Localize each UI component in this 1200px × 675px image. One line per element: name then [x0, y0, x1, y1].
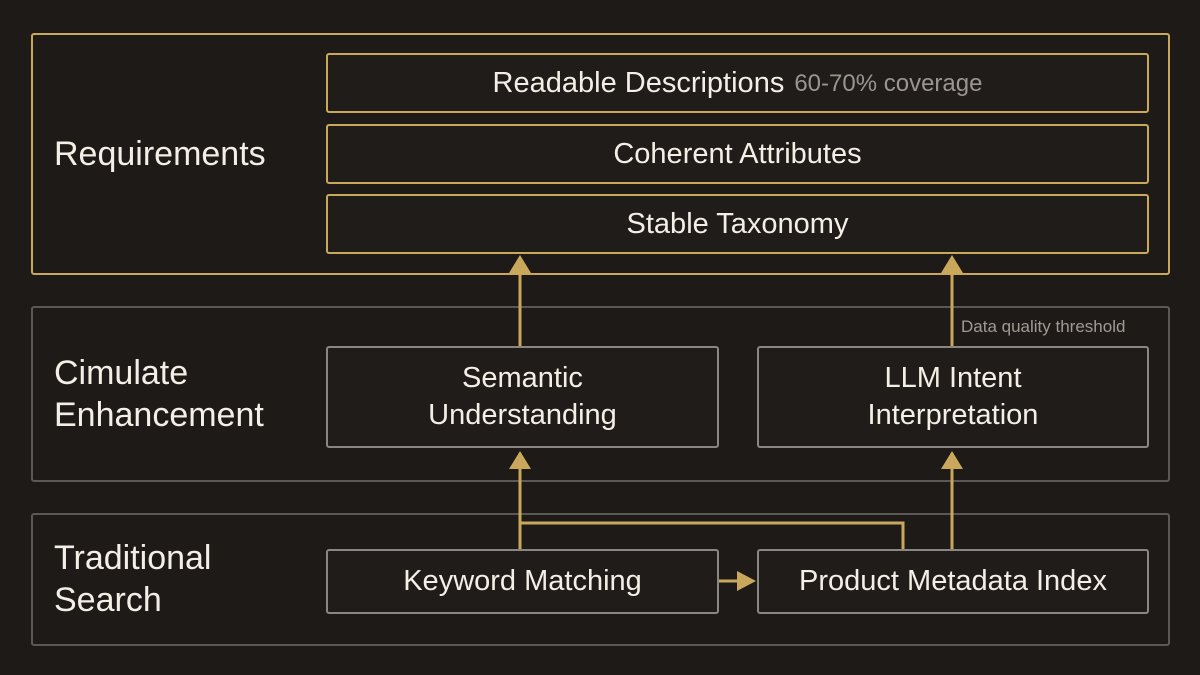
arrowhead-semantic-to-requirements [509, 255, 531, 273]
arrowhead-keyword-to-metadata [737, 571, 756, 591]
arrowhead-llm-to-requirements [941, 255, 963, 273]
traditional-label: Traditional Search [54, 539, 212, 619]
enhancement-label: Cimulate Enhancement [54, 354, 264, 434]
connector-metadata-to-semantic [520, 521, 905, 549]
product-metadata-index-box: Product Metadata Index [757, 549, 1149, 614]
requirements-tier [31, 33, 1170, 275]
stable-taxonomy-box: Stable Taxonomy [326, 194, 1149, 254]
coverage-note: 60-70% coverage [794, 69, 983, 97]
coherent-attributes-box: Coherent Attributes [326, 124, 1149, 184]
coherent-attributes-label: Coherent Attributes [613, 137, 862, 170]
enhancement-tier [31, 306, 1170, 482]
arrowhead-metadata-to-llm [941, 451, 963, 469]
arrowhead-keyword-to-semantic [509, 451, 531, 469]
readable-descriptions-box: Readable Descriptions 60-70% coverage [326, 53, 1149, 113]
data-quality-threshold-note: Data quality threshold [961, 317, 1126, 336]
stable-taxonomy-label: Stable Taxonomy [626, 207, 849, 240]
requirements-label: Requirements [54, 135, 266, 173]
readable-descriptions-label: Readable Descriptions [492, 66, 785, 99]
traditional-tier [31, 513, 1170, 646]
llm-intent-interpretation-box: LLM Intent Interpretation [757, 346, 1149, 448]
semantic-understanding-box: Semantic Understanding [326, 346, 719, 448]
keyword-matching-box: Keyword Matching [326, 549, 719, 614]
